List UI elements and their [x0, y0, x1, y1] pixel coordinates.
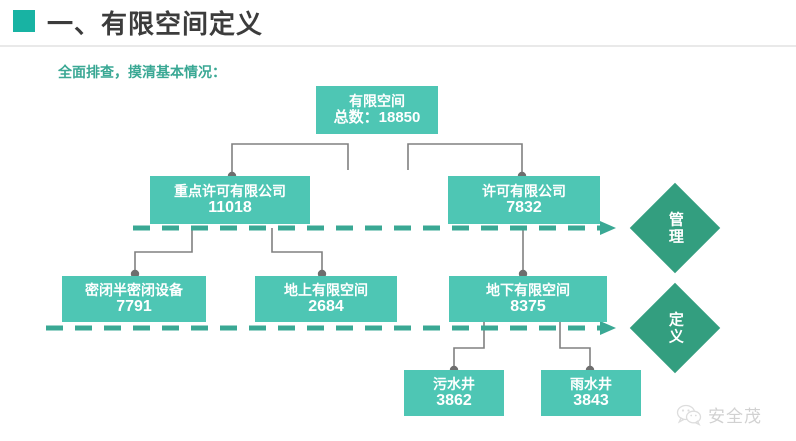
- diamond-definition[interactable]: 定义: [629, 282, 721, 374]
- watermark-text: 安全茂: [708, 407, 762, 426]
- node-above-ground-value: 2684: [308, 297, 344, 315]
- wechat-icon: [676, 404, 702, 426]
- subtitle-text: 全面排查，摸清基本情况：: [58, 64, 226, 80]
- header-bullet-square: [13, 10, 35, 32]
- node-licensed-label: 许可有限公司: [482, 182, 566, 199]
- node-licensed-value: 7832: [506, 198, 542, 216]
- node-licensed[interactable]: 许可有限公司 7832: [448, 176, 600, 224]
- node-below-ground-value: 8375: [510, 297, 546, 315]
- node-rain-well[interactable]: 雨水井 3843: [541, 370, 641, 416]
- node-sewage-well[interactable]: 污水井 3862: [404, 370, 504, 416]
- node-enclosed-equipment-label: 密闭半密闭设备: [85, 281, 183, 298]
- watermark: 安全茂: [676, 402, 762, 427]
- node-root-label: 有限空间: [349, 93, 405, 110]
- diamond-management[interactable]: 管理: [629, 182, 721, 274]
- header-divider: [0, 45, 796, 47]
- node-key-licensed-value: 11018: [208, 198, 252, 216]
- node-root-value: 总数：18850: [333, 109, 421, 127]
- node-key-licensed-label: 重点许可有限公司: [174, 182, 286, 199]
- node-above-ground-label: 地上有限空间: [284, 281, 368, 298]
- page-title: 一、有限空间定义: [47, 9, 264, 39]
- node-key-licensed[interactable]: 重点许可有限公司 11018: [150, 176, 310, 224]
- node-root[interactable]: 有限空间 总数：18850: [316, 86, 438, 134]
- diamond-management-text: 管理: [666, 211, 684, 245]
- node-rain-well-value: 3843: [573, 391, 609, 409]
- node-rain-well-label: 雨水井: [570, 375, 612, 392]
- node-enclosed-equipment[interactable]: 密闭半密闭设备 7791: [62, 276, 206, 322]
- node-above-ground[interactable]: 地上有限空间 2684: [255, 276, 397, 322]
- node-sewage-well-value: 3862: [436, 391, 472, 409]
- node-enclosed-equipment-value: 7791: [116, 297, 152, 315]
- node-below-ground-label: 地下有限空间: [486, 281, 570, 298]
- diamond-definition-text: 定义: [666, 311, 684, 345]
- node-sewage-well-label: 污水井: [433, 375, 475, 392]
- node-below-ground[interactable]: 地下有限空间 8375: [449, 276, 607, 322]
